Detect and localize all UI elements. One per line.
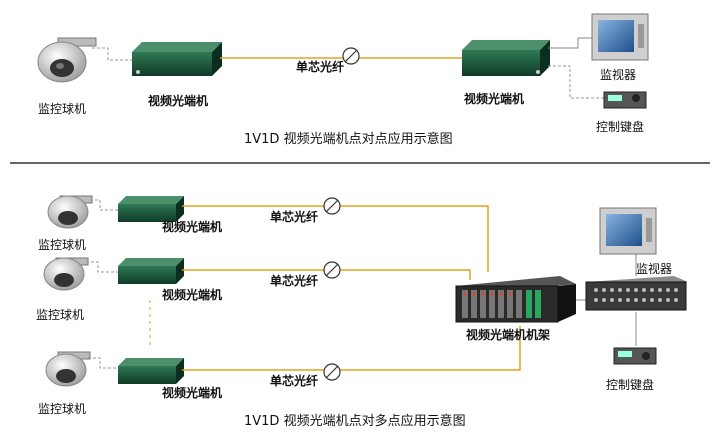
camera-cable — [86, 261, 118, 273]
camera-cable — [90, 199, 118, 211]
dome-camera-icon — [47, 195, 93, 229]
monitor-label: 监视器 — [636, 262, 673, 276]
fiber-label: 单芯光纤 — [296, 60, 345, 74]
keyboard-icon — [613, 347, 657, 365]
fiber-transmitter-icon — [118, 196, 184, 222]
control-cable — [548, 65, 604, 99]
rack-label: 视频光端机机架 — [466, 328, 551, 342]
dome-camera-icon — [43, 257, 89, 291]
fiber-line — [182, 269, 471, 280]
keyboard-label: 控制键盘 — [596, 120, 645, 134]
fiber-connector-icon — [342, 47, 360, 65]
fiber-label: 单芯光纤 — [270, 274, 319, 288]
fiber-connector-icon — [323, 261, 341, 279]
top-diagram — [37, 13, 649, 109]
camera-cable — [92, 47, 132, 61]
camera-label: 监控球机 — [38, 402, 87, 416]
keyboard-label: 控制键盘 — [606, 378, 655, 392]
camera-label: 监控球机 — [36, 308, 85, 322]
transmitter-label: 视频光端机 — [162, 386, 223, 400]
fiber-label: 单芯光纤 — [270, 374, 319, 388]
fiber-line — [182, 205, 489, 272]
transmitter-label: 视频光端机 — [148, 94, 209, 108]
bottom-caption: 1V1D 视频光端机点对多点应用示意图 — [244, 414, 466, 429]
transmitter-label: 视频光端机 — [162, 288, 223, 302]
fiber-transmitter-icon — [118, 358, 184, 384]
camera-cable — [88, 357, 118, 369]
fiber-transmitter-icon — [118, 258, 184, 284]
fiber-rack-icon — [455, 276, 576, 323]
bottom-diagram — [43, 195, 688, 387]
top-caption: 1V1D 视频光端机点对点应用示意图 — [244, 132, 453, 147]
camera-label: 监控球机 — [38, 102, 87, 116]
fiber-label: 单芯光纤 — [270, 210, 319, 224]
monitor-label: 监视器 — [600, 68, 637, 82]
channel-row-3 — [45, 326, 521, 387]
channel-row-1 — [47, 195, 489, 272]
dome-camera-icon — [45, 351, 91, 387]
video-matrix-icon — [585, 276, 688, 311]
channel-row-2 — [43, 257, 471, 291]
fiber-transmitter-icon — [132, 42, 222, 76]
camera-label: 监控球机 — [38, 238, 87, 252]
keyboard-icon — [603, 91, 647, 109]
monitor-icon — [591, 13, 649, 61]
fiber-connector-icon — [323, 363, 341, 381]
fiber-receiver-icon — [462, 40, 550, 76]
video-cable — [548, 37, 592, 49]
fiber-line — [182, 326, 521, 371]
dome-camera-icon — [37, 37, 97, 83]
fiber-connector-icon — [323, 197, 341, 215]
receiver-label: 视频光端机 — [464, 92, 525, 106]
monitor-icon — [599, 207, 657, 255]
transmitter-label: 视频光端机 — [162, 220, 223, 234]
